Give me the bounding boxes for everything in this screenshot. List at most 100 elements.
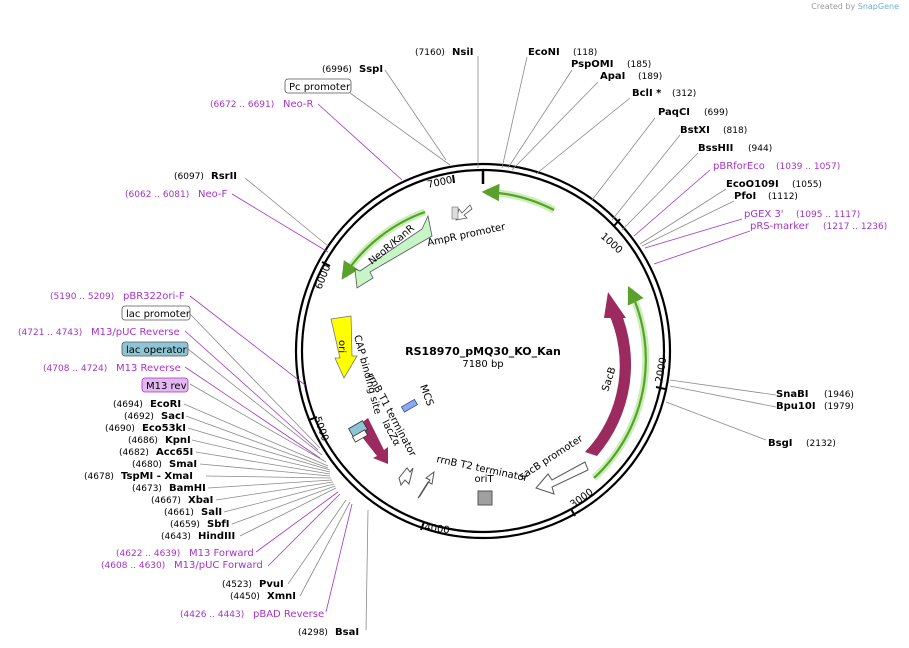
sacb-body bbox=[585, 310, 632, 456]
credit-prefix: Created by bbox=[811, 2, 856, 11]
pos-bamhi: (4673) bbox=[132, 484, 162, 494]
ampr-promoter-label: AmpR promoter bbox=[426, 221, 507, 248]
m13-rev-label[interactable]: M13 rev bbox=[146, 381, 187, 392]
pos-ecori: (4694) bbox=[113, 400, 143, 410]
primer-m13-puc-reverse[interactable]: M13/pUC Reverse bbox=[91, 327, 180, 338]
enzyme-econi[interactable]: EcoNI bbox=[528, 47, 560, 58]
primer-pgex3[interactable]: pGEX 3' bbox=[744, 209, 784, 220]
pos-pbrforeco: (1039 .. 1057) bbox=[776, 162, 840, 172]
credit: Created by SnapGene bbox=[811, 2, 899, 11]
enzyme-bsai[interactable]: BsaI bbox=[335, 627, 359, 638]
pos-xbai: (4667) bbox=[151, 496, 181, 506]
pos-neo-r: (6672 .. 6691) bbox=[210, 100, 274, 110]
cap-binding-label: CAP binding site bbox=[351, 334, 383, 416]
right-leaders bbox=[477, 56, 777, 441]
lac-operator-box bbox=[121, 341, 189, 357]
pos-bstxi: (818) bbox=[723, 126, 747, 136]
lac-promoter-label[interactable]: lac promoter bbox=[126, 309, 191, 320]
enzyme-xbai[interactable]: XbaI bbox=[188, 495, 213, 506]
enzyme-pspomi[interactable]: PspOMI bbox=[571, 59, 613, 70]
pos-m13-reverse: (4708 .. 4724) bbox=[43, 364, 107, 374]
tick-label-2000: 2000 bbox=[654, 357, 669, 384]
primer-neo-r[interactable]: Neo-R bbox=[283, 99, 314, 110]
pos-smai: (4680) bbox=[132, 460, 162, 470]
primer-neo-f[interactable]: Neo-F bbox=[198, 189, 228, 200]
lac-operator-label[interactable]: lac operator bbox=[126, 345, 187, 356]
enzyme-rsrii[interactable]: RsrII bbox=[211, 171, 237, 182]
enzyme-kpni[interactable]: KpnI bbox=[165, 435, 191, 446]
enzyme-tspmi-xmai[interactable]: TspMI - XmaI bbox=[121, 471, 193, 482]
green-arrow-halo-top bbox=[485, 188, 556, 214]
pos-prs-marker: (1217 .. 1236) bbox=[823, 222, 887, 232]
pos-pbad-reverse: (4426 .. 4443) bbox=[180, 610, 244, 620]
lac-promoter-block bbox=[351, 429, 369, 443]
ampr-primer-marks bbox=[451, 206, 459, 220]
pos-snabi: (1946) bbox=[824, 390, 854, 400]
backbone-outer bbox=[294, 162, 672, 540]
pos-ecoo109i: (1055) bbox=[792, 180, 822, 190]
plasmid-name: RS18970_pMQ30_KO_Kan bbox=[405, 345, 561, 358]
enzyme-saci[interactable]: SacI bbox=[161, 411, 185, 422]
plasmid-size: 7180 bp bbox=[462, 359, 503, 370]
primer-pbr322ori-f[interactable]: pBR322ori-F bbox=[123, 291, 185, 302]
enzyme-apai[interactable]: ApaI bbox=[600, 71, 625, 82]
pc-promoter-label[interactable]: Pc promoter bbox=[289, 82, 351, 93]
green-arrow-left bbox=[341, 210, 426, 280]
pos-m13-forward: (4622 .. 4639) bbox=[116, 549, 180, 559]
enzyme-pvui[interactable]: PvuI bbox=[259, 579, 284, 590]
pos-pgex3: (1095 .. 1117) bbox=[796, 210, 860, 220]
primer-pbrforeco[interactable]: pBRforEco bbox=[713, 161, 765, 172]
enzyme-ecori[interactable]: EcoRI bbox=[150, 399, 181, 410]
pos-kpni: (4686) bbox=[128, 436, 158, 446]
enzyme-ecoo109i[interactable]: EcoO109I bbox=[726, 179, 779, 190]
enzyme-eco53ki[interactable]: Eco53kI bbox=[142, 423, 186, 434]
enzyme-bcli[interactable]: BclI * bbox=[632, 88, 662, 99]
enzyme-sspi[interactable]: SspI bbox=[359, 64, 383, 75]
sacb-promoter-arrow bbox=[535, 461, 589, 495]
orit-label: oriT bbox=[474, 474, 494, 485]
enzyme-paqci[interactable]: PaqCI bbox=[658, 107, 690, 118]
enzyme-sali[interactable]: SalI bbox=[201, 507, 222, 518]
primer-m13-reverse[interactable]: M13 Reverse bbox=[116, 363, 181, 374]
pos-acc65i: (4682) bbox=[119, 448, 149, 458]
m13-rev-box bbox=[141, 377, 189, 393]
ampr-promoter-arrow bbox=[455, 204, 473, 221]
enzyme-nsii[interactable]: NsiI bbox=[452, 47, 473, 58]
enzyme-bsgi[interactable]: BsgI bbox=[768, 438, 792, 449]
pos-eco53ki: (4690) bbox=[105, 424, 135, 434]
enzyme-bstxi[interactable]: BstXI bbox=[680, 125, 710, 136]
tick-marks bbox=[308, 174, 666, 531]
pos-pbr322ori-f: (5190 .. 5209) bbox=[50, 292, 114, 302]
pos-nsii: (7160) bbox=[415, 48, 445, 58]
ori-arrow bbox=[330, 315, 358, 379]
enzyme-pfoi[interactable]: PfoI bbox=[734, 191, 756, 202]
enzyme-smai[interactable]: SmaI bbox=[169, 459, 197, 470]
mcs-label: MCS bbox=[417, 383, 435, 407]
sacb-arrowhead bbox=[604, 292, 626, 318]
pos-rsrii: (6097) bbox=[174, 172, 204, 182]
primer-m13-forward[interactable]: M13 Forward bbox=[189, 548, 254, 559]
green-arrow-top bbox=[481, 183, 555, 211]
enzyme-xmni[interactable]: XmnI bbox=[267, 591, 296, 602]
enzyme-snabi[interactable]: SnaBI bbox=[776, 389, 808, 400]
lac-promoter-box bbox=[121, 305, 191, 321]
left-leaders bbox=[183, 69, 451, 631]
primer-m13-puc-forward[interactable]: M13/pUC Forward bbox=[174, 560, 263, 571]
green-arrow-right bbox=[593, 286, 647, 479]
enzyme-acc65i[interactable]: Acc65I bbox=[156, 447, 193, 458]
enzyme-bsshii[interactable]: BssHII bbox=[698, 143, 733, 154]
enzyme-bamhi[interactable]: BamHI bbox=[169, 483, 206, 494]
pos-econi: (118) bbox=[573, 48, 597, 58]
rrnb-t2-arrow bbox=[417, 470, 435, 499]
enzyme-bpu10i[interactable]: Bpu10I bbox=[776, 401, 816, 412]
pos-neo-f: (6062 .. 6081) bbox=[125, 190, 189, 200]
pos-m13-puc-reverse: (4721 .. 4743) bbox=[18, 328, 82, 338]
primer-prs-marker[interactable]: pRS-marker bbox=[750, 221, 810, 232]
pos-saci: (4692) bbox=[124, 412, 154, 422]
primer-pbad-reverse[interactable]: pBAD Reverse bbox=[253, 609, 324, 620]
enzyme-sbfi[interactable]: SbfI bbox=[207, 519, 229, 530]
pos-xmni: (4450) bbox=[230, 592, 260, 602]
enzyme-hindiii[interactable]: HindIII bbox=[198, 531, 235, 542]
pos-m13-puc-forward: (4608 .. 4630) bbox=[101, 561, 165, 571]
